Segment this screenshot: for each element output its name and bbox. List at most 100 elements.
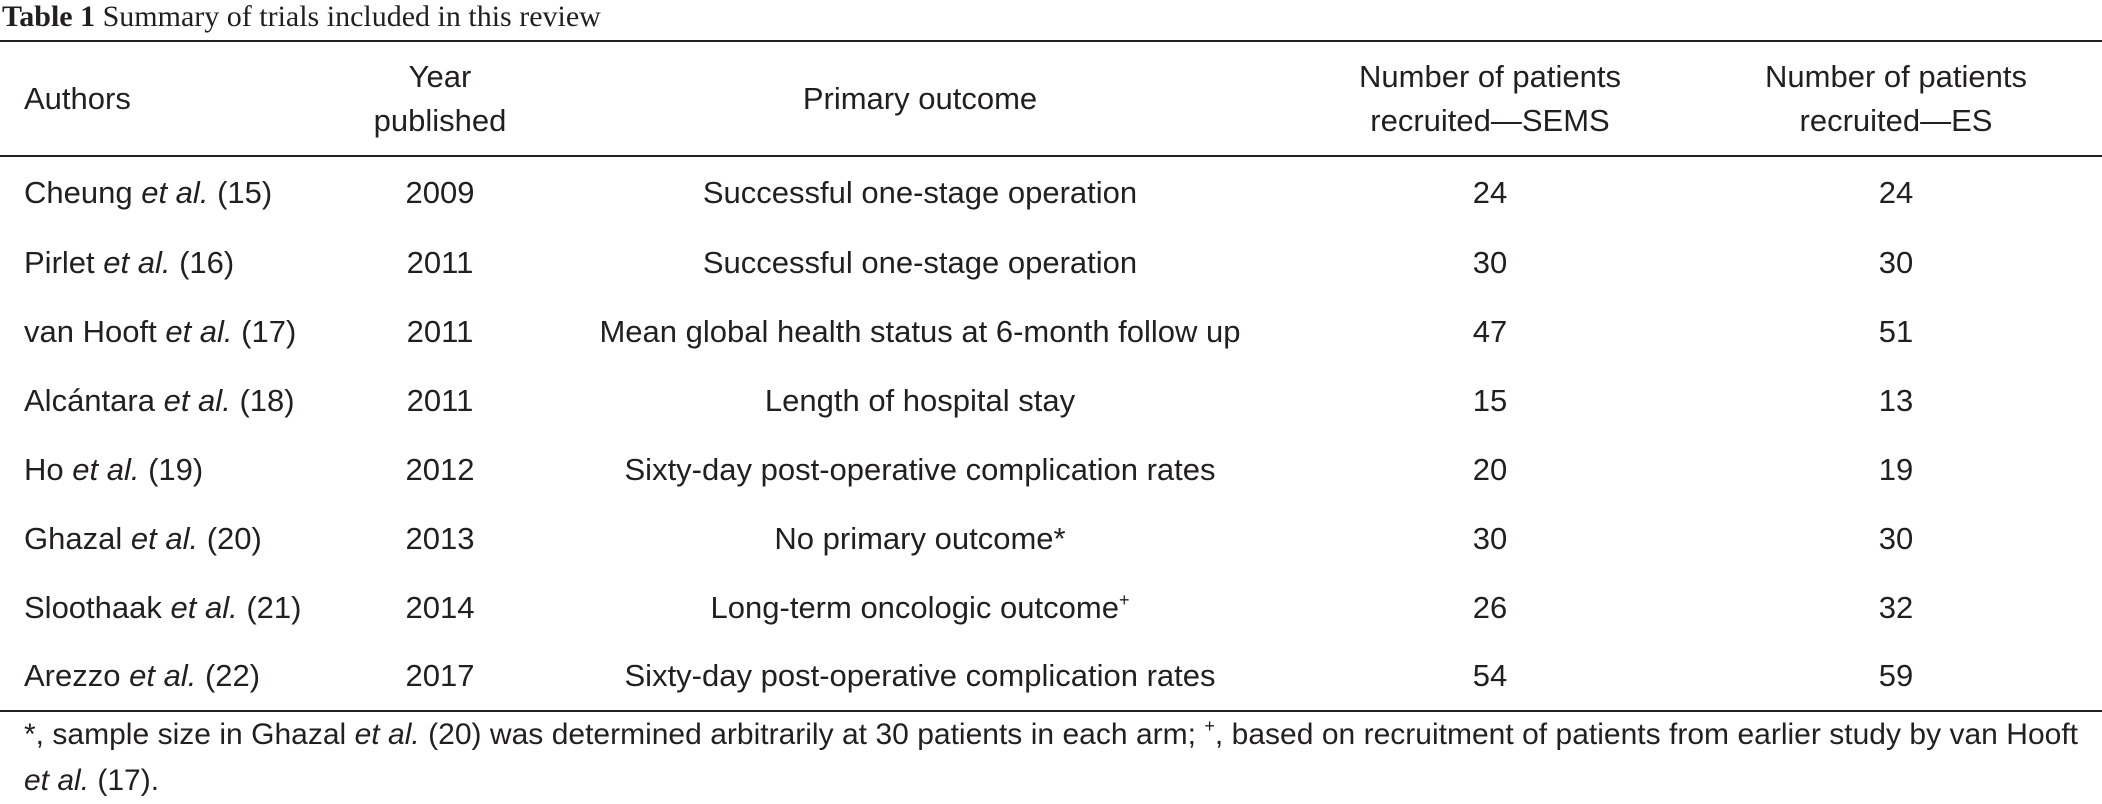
- cell-es: 30: [1878, 520, 1914, 556]
- header-authors-label: Authors: [24, 80, 131, 116]
- cell-author: Ho et al. (19): [0, 435, 330, 504]
- cell-author: Arezzo et al. (22): [0, 642, 330, 712]
- cell-outcome: Length of hospital stay: [550, 366, 1290, 435]
- author-etal: et al.: [141, 174, 209, 210]
- table-row: Ho et al. (19) 2012 Sixty-day post-opera…: [0, 435, 2102, 504]
- footnote-part3: , based on recruitment of patients from …: [1214, 718, 2078, 751]
- cell-sems: 15: [1472, 382, 1508, 418]
- outcome-text: No primary outcome*: [774, 520, 1066, 556]
- author-etal: et al.: [72, 451, 140, 487]
- footnote-etal1: et al.: [354, 718, 420, 751]
- cell-year: 2011: [406, 244, 474, 280]
- cell-outcome: No primary outcome*: [550, 504, 1290, 573]
- cell-es: 13: [1878, 382, 1914, 418]
- table-caption: Table 1 Summary of trials included in th…: [2, 0, 601, 38]
- cell-year: 2014: [405, 589, 475, 625]
- footnote-etal2: et al.: [24, 764, 90, 797]
- trials-table: Authors Year published Primary outcome N…: [0, 40, 2102, 712]
- cell-es: 59: [1690, 642, 2102, 712]
- table-row: Arezzo et al. (22) 2017 Sixty-day post-o…: [0, 642, 2102, 712]
- cell-es: 51: [1878, 313, 1914, 349]
- cell-outcome: Sixty-day post-operative complication ra…: [550, 435, 1290, 504]
- author-name: Ho: [24, 451, 64, 487]
- outcome-text: Sixty-day post-operative complication ra…: [624, 451, 1216, 487]
- table-row: Sloothaak et al. (21) 2014 Long-term onc…: [0, 573, 2102, 642]
- cell-author: Alcántara et al. (18): [0, 366, 330, 435]
- header-sems: Number of patients recruited—SEMS: [1290, 40, 1690, 157]
- header-authors: Authors: [0, 40, 330, 157]
- header-sems-line1: Number of patients: [1359, 58, 1621, 94]
- author-name: van Hooft: [24, 313, 157, 349]
- cell-es: 19: [1878, 451, 1914, 487]
- header-year-line1: Year: [408, 58, 472, 94]
- header-es-line1: Number of patients: [1765, 58, 2027, 94]
- header-outcome-label: Primary outcome: [802, 80, 1038, 116]
- cell-year: 2013: [405, 520, 475, 556]
- outcome-text: Length of hospital stay: [764, 382, 1076, 418]
- author-ref: (16): [179, 244, 235, 280]
- table-row: Ghazal et al. (20) 2013 No primary outco…: [0, 504, 2102, 573]
- author-etal: et al.: [129, 658, 197, 693]
- header-sems-line2: recruited—SEMS: [1370, 102, 1610, 138]
- cell-author: Cheung et al. (15): [0, 156, 330, 228]
- outcome-text: Mean global health status at 6-month fol…: [599, 313, 1241, 349]
- footnote-part1: *, sample size in Ghazal: [24, 718, 355, 751]
- cell-author: Ghazal et al. (20): [0, 504, 330, 573]
- author-etal: et al.: [163, 382, 231, 418]
- author-name: Sloothaak: [24, 589, 162, 625]
- table-row: van Hooft et al. (17) 2011 Mean global h…: [0, 297, 2102, 366]
- cell-sems: 47: [1472, 313, 1508, 349]
- cell-es: 24: [1878, 174, 1914, 210]
- author-name: Alcántara: [24, 382, 155, 418]
- table-header-row: Authors Year published Primary outcome N…: [0, 40, 2102, 157]
- author-name: Ghazal: [24, 520, 123, 556]
- cell-year: 2017: [330, 642, 550, 712]
- header-year-line2: published: [373, 102, 507, 138]
- table-caption-text: Summary of trials included in this revie…: [102, 0, 601, 33]
- header-outcome: Primary outcome: [550, 40, 1290, 157]
- cell-author: Sloothaak et al. (21): [0, 573, 330, 642]
- cell-outcome: Long-term oncologic outcome+: [550, 573, 1290, 642]
- cell-year: 2011: [406, 313, 474, 349]
- table-caption-label: Table 1: [2, 0, 96, 33]
- table-row: Alcántara et al. (18) 2011 Length of hos…: [0, 366, 2102, 435]
- author-ref: (21): [246, 589, 302, 625]
- outcome-sup: +: [1118, 589, 1130, 610]
- table-row: Cheung et al. (15) 2009 Successful one-s…: [0, 156, 2102, 228]
- author-etal: et al.: [130, 520, 199, 556]
- cell-author: van Hooft et al. (17): [0, 297, 330, 366]
- cell-year: 2009: [405, 174, 475, 210]
- table-footnote: *, sample size in Ghazal et al. (20) was…: [24, 712, 2078, 804]
- cell-sems: 20: [1472, 451, 1508, 487]
- author-name: Cheung: [24, 174, 133, 210]
- outcome-text: Successful one-stage operation: [702, 244, 1138, 280]
- header-year: Year published: [330, 40, 550, 157]
- cell-sems: 30: [1472, 520, 1508, 556]
- author-ref: (20): [206, 520, 262, 556]
- cell-sems: 30: [1472, 244, 1508, 280]
- footnote-part4: (17).: [89, 764, 160, 797]
- outcome-text: Long-term oncologic outcome: [710, 589, 1119, 625]
- author-ref: (17): [241, 313, 297, 349]
- cell-outcome: Successful one-stage operation: [550, 228, 1290, 297]
- cell-es: 32: [1878, 589, 1914, 625]
- cell-year: 2012: [405, 451, 475, 487]
- author-ref: (22): [204, 658, 261, 693]
- outcome-text: Sixty-day post-operative complication ra…: [624, 658, 1216, 693]
- author-ref: (15): [217, 174, 273, 210]
- author-etal: et al.: [170, 589, 238, 625]
- author-ref: (18): [239, 382, 295, 418]
- author-name: Arezzo: [24, 658, 121, 693]
- cell-year: 2011: [406, 382, 474, 418]
- cell-sems: 26: [1472, 589, 1508, 625]
- author-ref: (19): [148, 451, 204, 487]
- cell-outcome: Mean global health status at 6-month fol…: [550, 297, 1290, 366]
- header-es: Number of patients recruited—ES: [1690, 40, 2102, 157]
- footnote-sup: +: [1204, 716, 1215, 736]
- cell-sems: 54: [1290, 642, 1690, 712]
- header-es-line2: recruited—ES: [1799, 102, 1993, 138]
- cell-es: 30: [1878, 244, 1914, 280]
- cell-sems: 24: [1472, 174, 1508, 210]
- outcome-text: Successful one-stage operation: [702, 174, 1138, 210]
- footnote-part2: (20) was determined arbitrarily at 30 pa…: [419, 718, 1205, 751]
